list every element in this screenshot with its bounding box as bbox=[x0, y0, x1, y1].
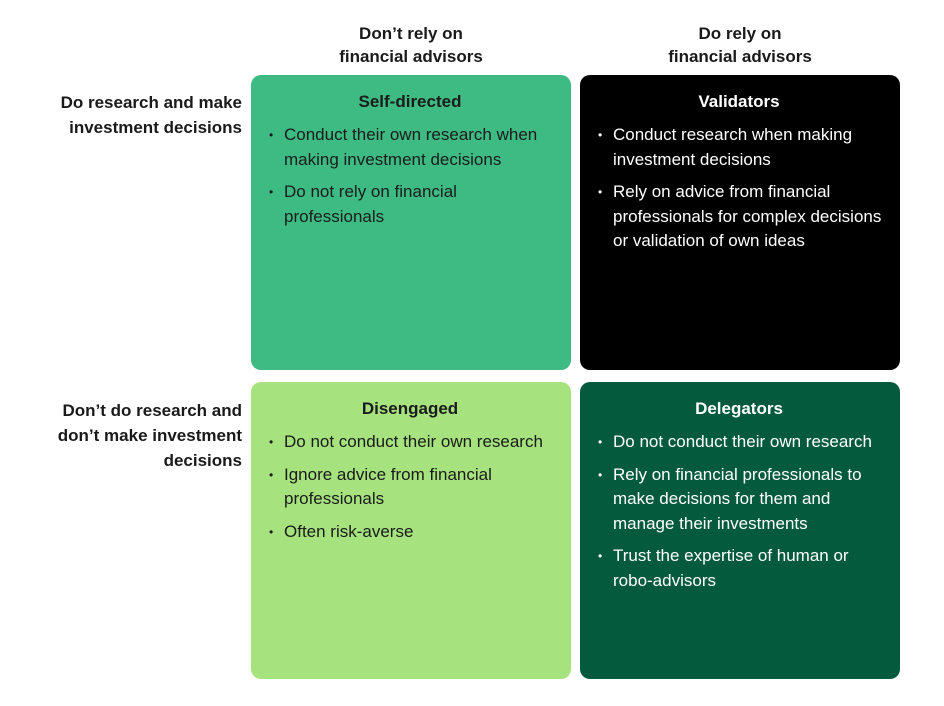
list-item: • Do not conduct their own research bbox=[596, 430, 882, 455]
list-item: • Conduct research when making investment… bbox=[596, 123, 882, 172]
row-header-do-research: Do research and make investment decision… bbox=[2, 90, 242, 140]
row-header-dont-research: Don’t do research and don’t make investm… bbox=[2, 398, 242, 473]
list-item: • Often risk-averse bbox=[267, 520, 553, 545]
quadrant-disengaged: Disengaged • Do not conduct their own res… bbox=[251, 382, 571, 679]
bullet-icon: • bbox=[598, 128, 603, 142]
column-header-line: Don’t rely on bbox=[359, 24, 463, 43]
bullet-icon: • bbox=[598, 435, 603, 449]
list-item-text: Conduct research when making investment … bbox=[613, 125, 853, 169]
bullet-icon: • bbox=[269, 435, 274, 449]
list-item: • Rely on advice from financial professio… bbox=[596, 180, 882, 254]
column-header-do-rely: Do rely on financial advisors bbox=[580, 22, 900, 68]
row-header-line: investment decisions bbox=[69, 118, 242, 137]
list-item-text: Trust the expertise of human or robo-adv… bbox=[613, 546, 849, 590]
bullet-icon: • bbox=[269, 524, 274, 539]
column-header-line: financial advisors bbox=[339, 47, 483, 66]
row-header-line: don’t make investment bbox=[57, 426, 242, 445]
column-header-line: financial advisors bbox=[668, 47, 812, 66]
bullet-icon: • bbox=[269, 185, 274, 199]
list-item-text: Rely on financial professionals to make … bbox=[613, 464, 862, 533]
list-item-text: Often risk-averse bbox=[284, 521, 414, 541]
list-item-text: Conduct their own research when making i… bbox=[284, 125, 538, 169]
column-header-line: Do rely on bbox=[698, 24, 782, 43]
list-item: • Rely on financial professionals to make… bbox=[596, 463, 882, 537]
list-item: • Do not rely on financial professionals bbox=[267, 180, 553, 229]
list-item: • Ignore advice from financial profession… bbox=[267, 463, 553, 512]
bullet-list: • Do not conduct their own research • Igno… bbox=[267, 430, 553, 544]
bullet-icon: • bbox=[598, 467, 603, 482]
list-item: • Conduct their own research when making … bbox=[267, 123, 553, 172]
list-item-text: Do not conduct their own research bbox=[613, 432, 872, 451]
quadrant-validators: Validators • Conduct research when making… bbox=[580, 75, 900, 370]
bullet-icon: • bbox=[598, 185, 603, 199]
quadrant-title: Disengaged bbox=[361, 399, 459, 418]
row-header-line: Don’t do research and bbox=[62, 401, 242, 420]
bullet-list: • Do not conduct their own research • Rely… bbox=[596, 430, 882, 593]
quadrant-title: Validators bbox=[698, 92, 780, 111]
list-item: • Trust the expertise of human or robo-ad… bbox=[596, 544, 882, 593]
bullet-list: • Conduct research when making investment… bbox=[596, 123, 882, 254]
list-item-text: Do not conduct their own research bbox=[284, 432, 543, 451]
quadrant-title: Self-directed bbox=[358, 92, 462, 111]
quadrant-title: Delegators bbox=[695, 399, 783, 418]
column-header-dont-rely: Don’t rely on financial advisors bbox=[251, 22, 571, 68]
list-item-text: Rely on advice from financial profession… bbox=[613, 182, 882, 250]
bullet-icon: • bbox=[269, 467, 274, 482]
bullet-icon: • bbox=[598, 549, 603, 563]
list-item-text: Ignore advice from financial professiona… bbox=[284, 464, 492, 509]
quadrant-delegators: Delegators • Do not conduct their own res… bbox=[580, 382, 900, 679]
bullet-list: • Conduct their own research when making … bbox=[267, 123, 553, 229]
bullet-icon: • bbox=[269, 128, 274, 142]
row-header-line: decisions bbox=[163, 451, 242, 470]
list-item: • Do not conduct their own research bbox=[267, 430, 553, 455]
quadrant-self-directed: Self-directed • Conduct their own researc… bbox=[251, 75, 571, 370]
row-header-line: Do research and make bbox=[60, 93, 242, 112]
list-item-text: Do not rely on financial professionals bbox=[284, 182, 457, 226]
